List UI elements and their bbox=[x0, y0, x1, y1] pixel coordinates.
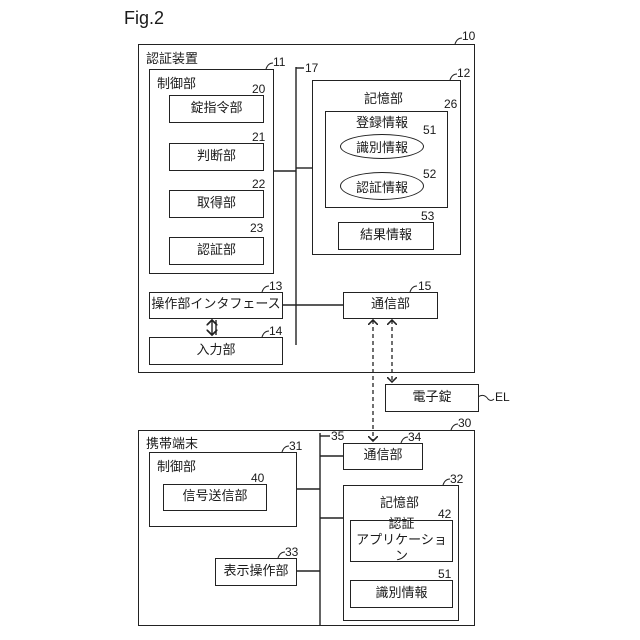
ref-31: 31 bbox=[289, 439, 302, 453]
mobile-communication-box: 通信部 bbox=[343, 443, 423, 470]
ref-11: 11 bbox=[273, 55, 285, 69]
ref-32: 32 bbox=[450, 472, 463, 486]
ref-34: 34 bbox=[408, 430, 421, 444]
operation-interface-box: 操作部インタフェース bbox=[149, 292, 283, 319]
ref-51-mobile: 51 bbox=[438, 567, 451, 581]
display-operation-box: 表示操作部 bbox=[215, 558, 297, 586]
ref-53: 53 bbox=[421, 209, 434, 223]
auth-application-label-line1: 認証 bbox=[388, 517, 414, 533]
ref-26: 26 bbox=[444, 97, 457, 111]
ref-33: 33 bbox=[285, 545, 298, 559]
storage-title: 記憶部 bbox=[364, 88, 403, 107]
registration-info-title: 登録情報 bbox=[356, 112, 408, 131]
input-unit-box: 入力部 bbox=[149, 337, 283, 365]
authentication-info-ellipse: 認証情報 bbox=[340, 172, 424, 200]
control-unit-title: 制御部 bbox=[157, 73, 196, 92]
auth-application-label-line2: アプリケーション bbox=[351, 533, 452, 566]
ref-35: 35 bbox=[331, 429, 344, 443]
identification-info-ellipse: 識別情報 bbox=[340, 134, 424, 159]
mobile-terminal-title: 携帯端末 bbox=[146, 433, 198, 452]
mobile-control-title: 制御部 bbox=[157, 456, 196, 475]
ref-13: 13 bbox=[269, 279, 282, 293]
mobile-identification-info-box: 識別情報 bbox=[350, 580, 453, 608]
lock-command-unit: 錠指令部 bbox=[169, 95, 264, 123]
ref-40: 40 bbox=[251, 471, 264, 485]
authentication-unit: 認証部 bbox=[169, 237, 264, 265]
result-info-box: 結果情報 bbox=[338, 222, 434, 250]
ref-51: 51 bbox=[423, 123, 436, 137]
mobile-storage-title: 記憶部 bbox=[380, 492, 419, 511]
judgment-unit: 判断部 bbox=[169, 143, 264, 171]
signal-transmitter-box: 信号送信部 bbox=[163, 484, 267, 511]
ref-15: 15 bbox=[418, 279, 431, 293]
ref-12: 12 bbox=[457, 66, 470, 80]
ref-17: 17 bbox=[305, 61, 318, 75]
ref-52: 52 bbox=[423, 167, 436, 181]
acquisition-unit: 取得部 bbox=[169, 190, 264, 218]
ref-30: 30 bbox=[458, 416, 471, 430]
ref-20: 20 bbox=[252, 82, 265, 96]
ref-42: 42 bbox=[438, 507, 451, 521]
ref-EL: EL bbox=[495, 390, 510, 404]
ref-10: 10 bbox=[462, 29, 475, 43]
electronic-lock-box: 電子錠 bbox=[385, 384, 479, 412]
ref-22: 22 bbox=[252, 177, 265, 191]
ref-14: 14 bbox=[269, 324, 282, 338]
auth-device-title: 認証装置 bbox=[146, 48, 198, 67]
ref-23: 23 bbox=[250, 221, 263, 235]
auth-application-box: 認証 アプリケーション bbox=[350, 520, 453, 562]
communication-unit-box: 通信部 bbox=[343, 292, 438, 319]
ref-21: 21 bbox=[252, 130, 265, 144]
